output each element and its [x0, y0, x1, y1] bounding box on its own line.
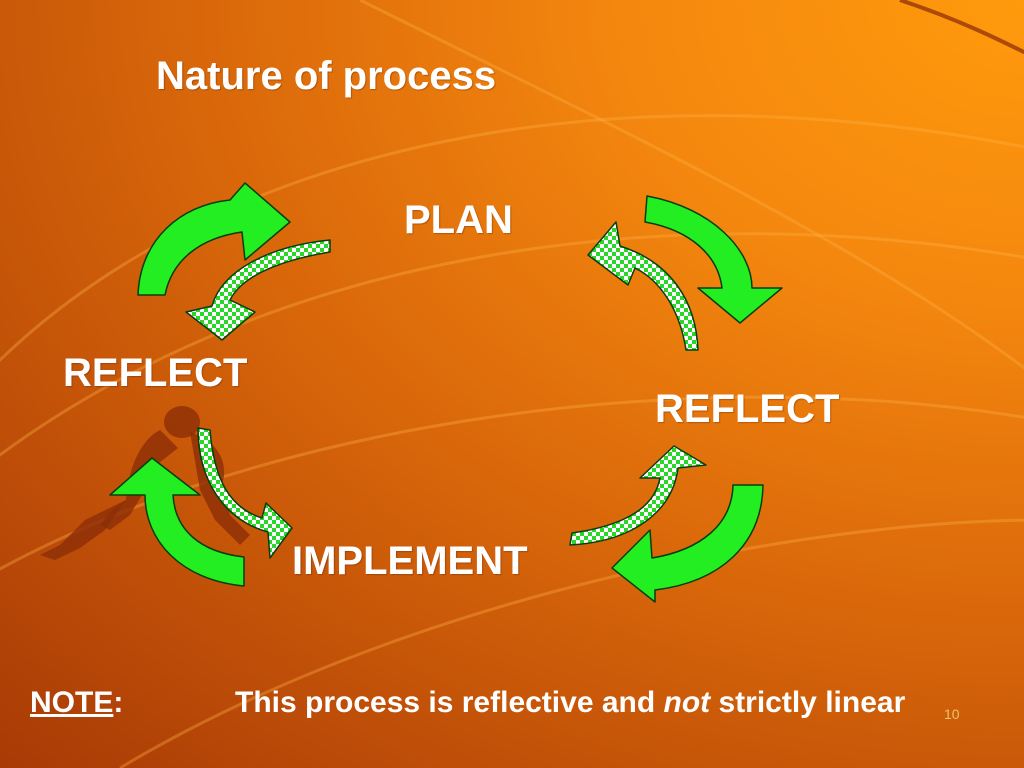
slide-title: Nature of process [156, 54, 497, 98]
checkered-green-curved-arrow-icon [569, 445, 707, 546]
plan-label: PLAN [404, 198, 513, 242]
solid-green-curved-arrow-icon [611, 484, 764, 603]
note-line: NOTE: This process is reflective and not… [30, 686, 905, 720]
solid-green-curved-arrow-icon [137, 182, 291, 296]
implement-label: IMPLEMENT [292, 539, 528, 583]
slide-number: 10 [944, 706, 960, 722]
reflect-left-label: REFLECT [63, 351, 248, 395]
checkered-green-curved-arrow-icon [587, 221, 699, 351]
note-colon: : [113, 686, 124, 719]
solid-green-curved-arrow-icon [109, 457, 245, 587]
note-text: This process is reflective and not stric… [235, 686, 905, 720]
note-text-before: This process is reflective and [235, 686, 664, 719]
note-text-after: strictly linear [710, 686, 906, 719]
checkered-green-curved-arrow-icon [185, 239, 331, 341]
note-emphasis: not [663, 686, 711, 719]
note-label: NOTE [30, 686, 114, 719]
solid-green-curved-arrow-icon [644, 195, 783, 324]
reflect-right-label: REFLECT [655, 387, 840, 431]
checkered-green-curved-arrow-icon [197, 427, 293, 559]
